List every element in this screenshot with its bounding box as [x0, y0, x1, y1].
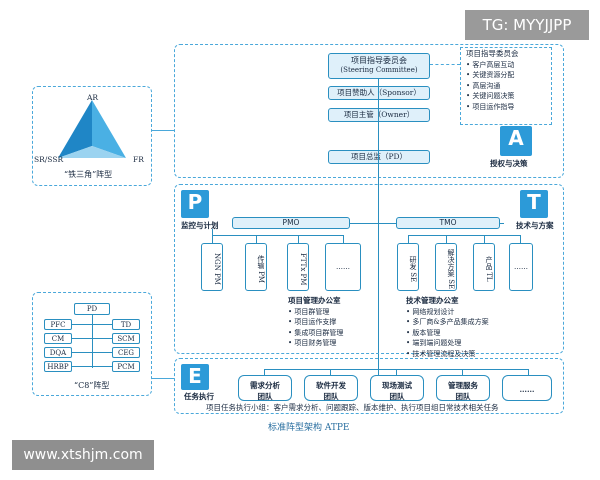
triangle-label-fr: FR	[133, 155, 144, 164]
badge-e-label: 任务执行	[184, 392, 214, 401]
tmo-child-3: ……	[509, 243, 533, 291]
tmo-child-0: 研发 SE	[397, 243, 419, 291]
badge-p: P	[181, 190, 209, 218]
pmo-child-0: NGN PM	[201, 243, 223, 291]
execution-note: 项目任务执行小组：客户需求分析、问题跟踪、版本维护、执行项目组日常技术相关任务	[206, 403, 499, 412]
pmo-child-3: ……	[325, 243, 361, 291]
c8-left-1: CM	[44, 333, 72, 344]
c8-panel	[32, 292, 152, 396]
sponsor-box: 项目赞助人（Sponsor）	[328, 86, 430, 100]
connector-c8	[152, 378, 174, 379]
c8-right-0: TD	[112, 319, 140, 330]
planning-tech-panel	[174, 184, 564, 354]
steering-list: 项目指导委员会 • 客户高层互动 • 关键资源分配 • 高层沟通 • 关键问题决…	[466, 49, 519, 111]
pd-box: 项目总监（PD）	[328, 150, 430, 164]
tmo-office-list: 技术管理办公室 • 网络规划设计 • 多厂商&多产品集成方案 • 版本管理 • …	[406, 296, 489, 358]
triangle-caption: “铁三角”阵型	[64, 170, 113, 179]
iron-triangle-panel	[32, 86, 152, 186]
steering-committee-box: 项目指导委员会 (Steering Committee)	[328, 53, 430, 79]
team-2: 现场测试团队	[370, 375, 424, 401]
c8-right-3: PCM	[112, 361, 140, 372]
badge-t-label: 技术与方案	[516, 221, 554, 230]
execution-panel	[174, 358, 564, 414]
c8-left-3: HRBP	[44, 361, 72, 372]
tmo-child-1: 解决方案 SE	[435, 243, 457, 291]
connector-triangle	[152, 130, 174, 131]
authorization-panel	[174, 44, 564, 178]
badge-a-label: 授权与决策	[490, 159, 528, 168]
pmo-child-2: FTTx PM	[287, 243, 309, 291]
badge-t: T	[520, 190, 548, 218]
watermark-bottom-left: www.xtshjm.com	[12, 440, 154, 470]
badge-a: A	[500, 126, 532, 156]
triangle-label-ar: AR	[87, 93, 99, 102]
triangle-label-sr: SR/SSR	[34, 155, 64, 164]
team-4: ……	[502, 375, 552, 401]
badge-p-label: 监控与计划	[181, 221, 219, 230]
watermark-top-right: TG: MYYJJPP	[465, 10, 589, 40]
c8-caption: “C8”阵型	[74, 381, 110, 390]
pmo-office-list: 项目管理办公室 • 项目群管理 • 项目运作支撑 • 集成项目群管理 • 项目财…	[288, 296, 344, 347]
pmo-box: PMO	[232, 217, 350, 229]
c8-right-1: SCM	[112, 333, 140, 344]
c8-pd: PD	[74, 303, 110, 315]
footer-title: 标准阵型架构 ATPE	[268, 423, 350, 433]
tmo-box: TMO	[396, 217, 500, 229]
c8-right-2: CEG	[112, 347, 140, 358]
team-0: 需求分析团队	[238, 375, 292, 401]
pmo-child-1: 传输 PM	[245, 243, 267, 291]
badge-e: E	[181, 364, 209, 390]
steering-list-box	[460, 47, 552, 125]
team-1: 软件开发团队	[304, 375, 358, 401]
iron-triangle-graphic	[58, 100, 126, 158]
c8-left-2: DQA	[44, 347, 72, 358]
c8-left-0: PFC	[44, 319, 72, 330]
owner-box: 项目主管（Owner）	[328, 108, 430, 122]
tmo-child-2: 产品 TL	[473, 243, 495, 291]
team-3: 管理服务团队	[436, 375, 490, 401]
main-spine	[378, 79, 379, 376]
